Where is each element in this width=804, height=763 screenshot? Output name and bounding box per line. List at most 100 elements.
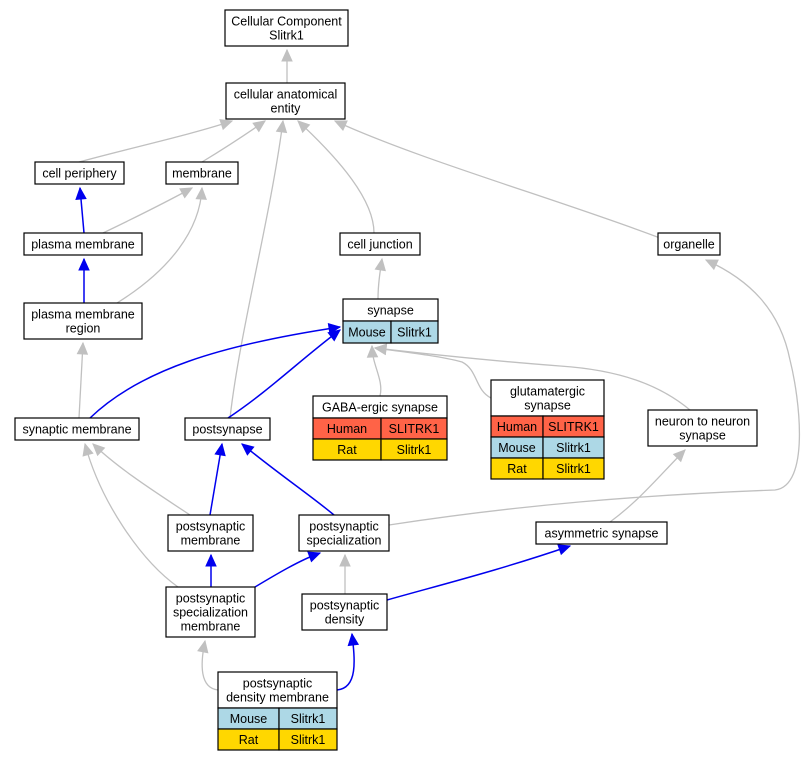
node-label: neuron to neuron — [655, 415, 750, 429]
arrowhead — [92, 443, 106, 457]
node-label: postsynaptic — [243, 677, 312, 691]
node-box — [225, 82, 346, 120]
edges — [75, 48, 801, 691]
node-label: asymmetric synapse — [545, 527, 659, 541]
arrowhead — [366, 344, 379, 358]
edge-gaba-to-synapse — [366, 344, 382, 397]
node-label: cell junction — [347, 238, 412, 252]
node-box — [165, 161, 239, 185]
node-box — [301, 593, 388, 631]
edge-plasma-to-membrane — [102, 187, 194, 234]
node-label: membrane — [181, 620, 241, 634]
edge-cae-to-root — [281, 48, 293, 83]
edge-psd-to-pss — [339, 553, 351, 594]
node-box — [34, 161, 125, 185]
node-membrane[interactable]: membrane — [165, 161, 239, 185]
edge-pssm-to-pss — [254, 551, 322, 588]
node-label: synapse — [367, 304, 414, 318]
node-label: postsynaptic — [176, 520, 245, 534]
node-label: Slitrk1 — [269, 29, 304, 43]
arrowhead — [704, 259, 719, 271]
node-box — [647, 409, 758, 447]
node-postsyn[interactable]: postsynapse — [184, 417, 271, 441]
edge-glut-to-synapse — [373, 343, 492, 399]
node-organelle[interactable]: organelle — [657, 232, 721, 256]
node-label: postsynaptic — [310, 599, 379, 613]
node-label: synapse — [524, 399, 571, 413]
node-label: membrane — [172, 167, 232, 181]
arrowhead — [557, 544, 572, 556]
edge-junction-to-cae — [297, 120, 375, 234]
edge-psm-to-synmem — [92, 443, 191, 516]
arrowhead — [281, 48, 293, 62]
node-box — [184, 417, 271, 441]
arrowhead — [252, 120, 266, 133]
arrowhead — [307, 551, 322, 563]
node-plasma[interactable]: plasma membrane — [23, 232, 143, 256]
node-label: plasma membrane — [31, 238, 135, 252]
arrowhead — [333, 120, 348, 132]
gene-label: Slitrk1 — [291, 733, 326, 747]
gene-cell — [380, 438, 448, 461]
node-label: membrane — [181, 534, 241, 548]
gene-cell — [390, 320, 439, 344]
node-label: specialization — [173, 606, 248, 620]
node-label: Cellular Component — [231, 15, 342, 29]
edge-psm-to-postsyn — [209, 442, 226, 516]
node-label: cell periphery — [42, 167, 117, 181]
gene-label: Slitrk1 — [556, 441, 591, 455]
node-junction[interactable]: cell junction — [339, 232, 421, 256]
node-box — [298, 514, 390, 552]
node-box — [339, 232, 421, 256]
node-box — [535, 521, 668, 545]
arrowhead — [347, 632, 360, 647]
gene-label: SLITRK1 — [389, 422, 440, 436]
edge-pssm-to-synmem — [82, 442, 179, 588]
node-box — [14, 417, 140, 441]
node-box — [167, 514, 254, 552]
arrowhead — [214, 442, 226, 457]
arrowhead — [275, 119, 288, 134]
gene-cell — [542, 457, 605, 480]
edge-pssm-to-psm — [205, 553, 217, 587]
node-box — [23, 302, 143, 340]
edge-membrane-to-cae — [201, 120, 266, 163]
node-synmem[interactable]: synaptic membrane — [14, 417, 140, 441]
edge-pss-to-postsyn — [241, 443, 335, 516]
arrowhead — [327, 329, 341, 342]
node-asym[interactable]: asymmetric synapse — [535, 521, 668, 545]
node-label: synapse — [679, 429, 726, 443]
node-label: entity — [271, 102, 302, 116]
arrowhead — [179, 187, 194, 199]
edge-asym-to-n2n — [609, 449, 686, 523]
node-label: density membrane — [226, 691, 329, 705]
arrowhead — [82, 442, 94, 457]
gene-label: Slitrk1 — [291, 712, 326, 726]
arrowhead — [75, 186, 87, 200]
arrowhead — [297, 120, 311, 134]
species-label: Human — [497, 420, 537, 434]
node-periphery[interactable]: cell periphery — [34, 161, 125, 185]
edge-pmr-to-membrane — [116, 186, 207, 304]
arrowhead — [327, 323, 342, 335]
gene-label: Slitrk1 — [556, 462, 591, 476]
